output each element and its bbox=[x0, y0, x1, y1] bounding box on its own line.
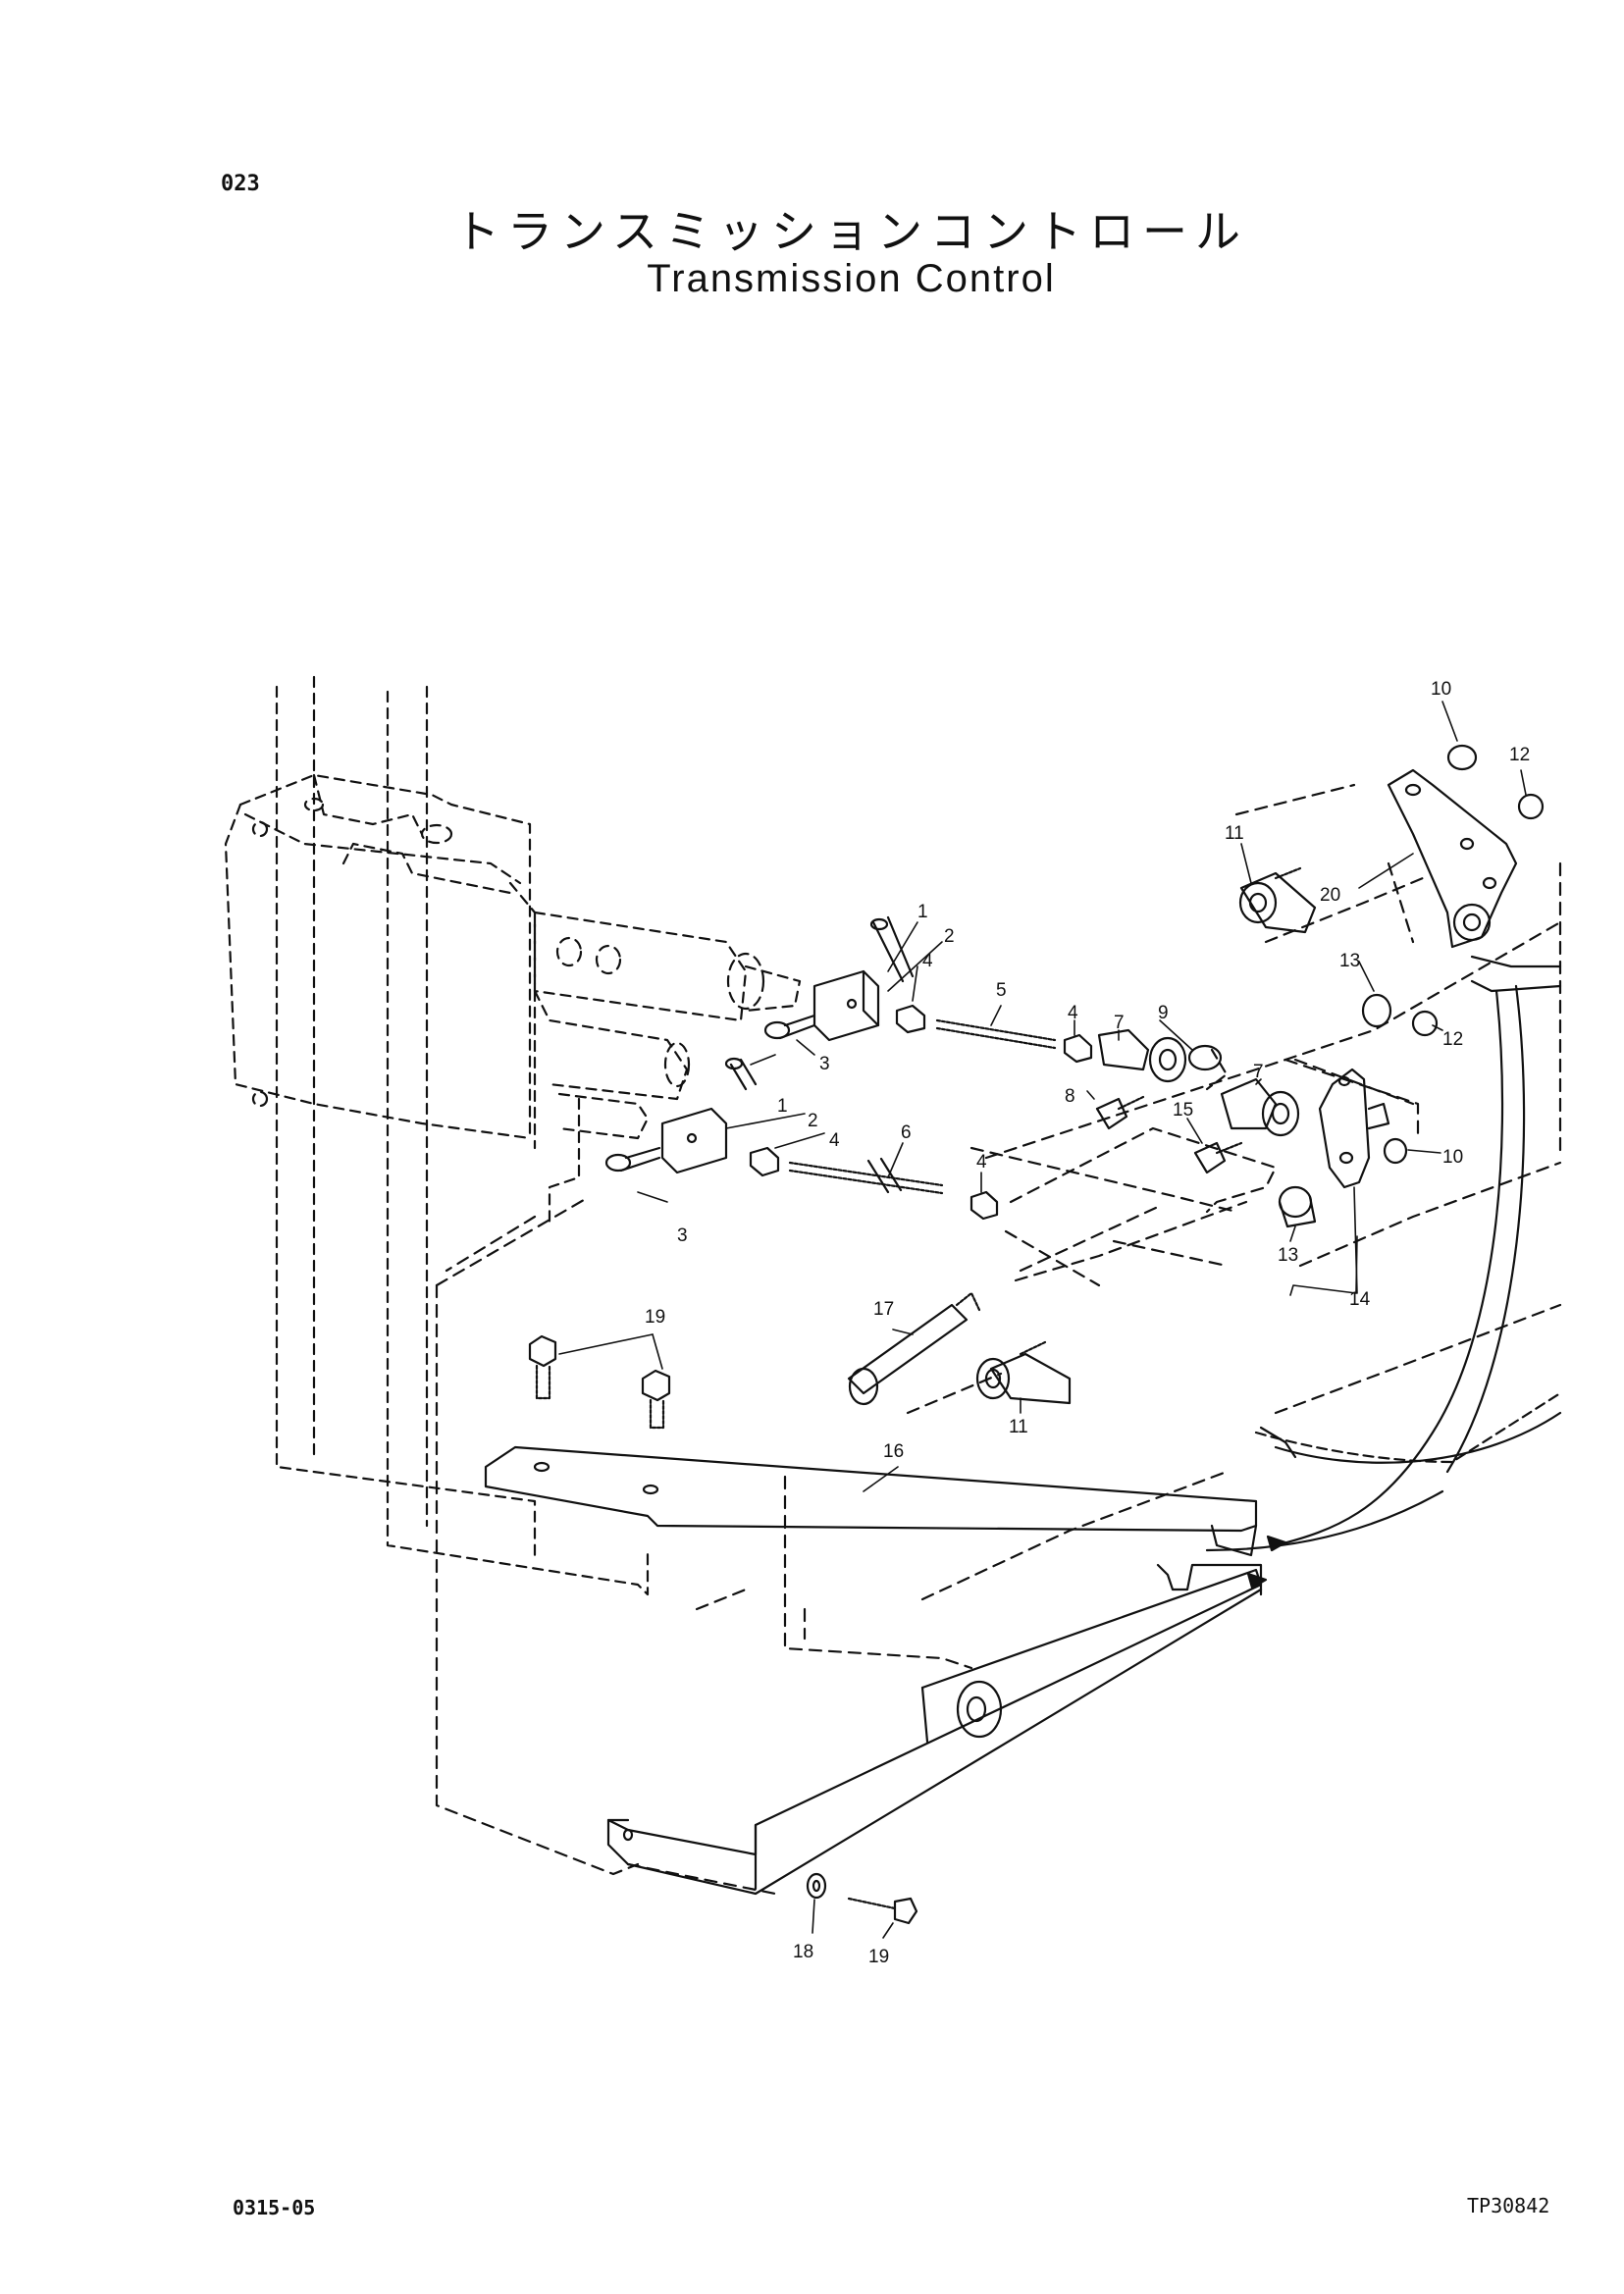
callout: 7 bbox=[1253, 1062, 1264, 1082]
callout: 12 bbox=[1442, 1029, 1463, 1050]
control-valve-body bbox=[224, 675, 650, 1596]
callout: 10 bbox=[1442, 1147, 1463, 1168]
bushing-13b bbox=[1278, 1185, 1313, 1219]
nut-10b bbox=[1383, 1137, 1408, 1165]
bolt-15 bbox=[1193, 1141, 1227, 1174]
ball-joint-11b bbox=[975, 1340, 1072, 1405]
callout: 18 bbox=[793, 1942, 813, 1962]
callout: 12 bbox=[1509, 745, 1530, 765]
callout: 4 bbox=[922, 951, 933, 971]
callout: 11 bbox=[1225, 823, 1244, 844]
washer-18 bbox=[806, 1872, 827, 1900]
callout: 4 bbox=[829, 1130, 840, 1151]
nut-4a bbox=[895, 1004, 926, 1034]
ball-joint-7a bbox=[1097, 1028, 1150, 1071]
callout: 19 bbox=[868, 1947, 889, 1967]
footer-code-left: 0315-05 bbox=[233, 2196, 316, 2219]
callout-labels: 1 2 4 5 3 4 7 9 8 7 1 2 4 6 3 4 15 10 12… bbox=[645, 679, 1530, 1967]
callout: 14 bbox=[1349, 1289, 1371, 1310]
nut-4c bbox=[749, 1146, 780, 1177]
callout: 4 bbox=[976, 1152, 987, 1173]
callout: 15 bbox=[1173, 1100, 1193, 1121]
rod-6 bbox=[788, 1161, 944, 1195]
nut-12b bbox=[1411, 1010, 1439, 1037]
nut-4b bbox=[1063, 1033, 1093, 1064]
nut-4d bbox=[969, 1190, 999, 1221]
bolt-19a bbox=[528, 1334, 557, 1400]
bolt-8 bbox=[1095, 1097, 1128, 1130]
pin-3b bbox=[604, 1153, 632, 1173]
callout: 11 bbox=[1009, 1417, 1028, 1437]
upper-rod-group bbox=[763, 915, 1223, 1130]
callout: 6 bbox=[901, 1122, 912, 1143]
bushing-13a bbox=[1361, 993, 1392, 1028]
callout: 4 bbox=[1068, 1003, 1078, 1023]
title-japanese: トランスミッションコントロール bbox=[453, 205, 1249, 258]
bracket-20 bbox=[1238, 744, 1545, 1037]
callout: 3 bbox=[819, 1054, 830, 1074]
callout: 16 bbox=[883, 1441, 904, 1462]
callout: 10 bbox=[1431, 679, 1451, 700]
lower-rod-group bbox=[604, 1048, 1300, 1221]
cable-arrows bbox=[1246, 1535, 1287, 1590]
clevis-2a bbox=[812, 969, 880, 1042]
nut-10a bbox=[1446, 744, 1478, 771]
callout: 1 bbox=[777, 1096, 788, 1117]
callout: 3 bbox=[677, 1225, 688, 1246]
lever-plate-16 bbox=[484, 1445, 1258, 1557]
callout: 13 bbox=[1278, 1245, 1298, 1266]
callout: 2 bbox=[944, 926, 955, 947]
bolt-19c bbox=[847, 1897, 918, 1925]
ball-joint-11a bbox=[1239, 871, 1317, 934]
callout: 1 bbox=[917, 902, 928, 922]
shift-lever-bracket bbox=[606, 1563, 1263, 1896]
page-number: 023 bbox=[221, 172, 260, 196]
callout: 9 bbox=[1158, 1003, 1169, 1023]
clevis-2b bbox=[660, 1107, 728, 1174]
leader-lines bbox=[558, 701, 1527, 1939]
callout: 7 bbox=[1114, 1013, 1125, 1033]
callout: 2 bbox=[808, 1111, 818, 1131]
title-english: Transmission Control bbox=[647, 257, 1056, 300]
callout: 19 bbox=[645, 1307, 665, 1328]
callout: 20 bbox=[1320, 885, 1340, 906]
pin-3a bbox=[763, 1020, 791, 1040]
lever-14 bbox=[1278, 1068, 1408, 1228]
callout: 17 bbox=[873, 1299, 894, 1320]
ball-joint-7b bbox=[1220, 1077, 1278, 1130]
pin-17 bbox=[847, 1291, 981, 1406]
bolt-19b bbox=[641, 1369, 671, 1430]
footer-code-right: TP30842 bbox=[1467, 2194, 1550, 2217]
nut-12a bbox=[1517, 793, 1545, 820]
guide-lines bbox=[435, 783, 1562, 1896]
washer-9 bbox=[1187, 1044, 1223, 1071]
callout: 8 bbox=[1065, 1086, 1075, 1107]
valve-spools bbox=[533, 911, 802, 1140]
callout: 5 bbox=[996, 980, 1007, 1001]
rod-5 bbox=[935, 1018, 1057, 1050]
control-cables bbox=[1205, 955, 1562, 1552]
cotter-pin-1a bbox=[871, 915, 915, 983]
callout: 13 bbox=[1339, 951, 1360, 971]
